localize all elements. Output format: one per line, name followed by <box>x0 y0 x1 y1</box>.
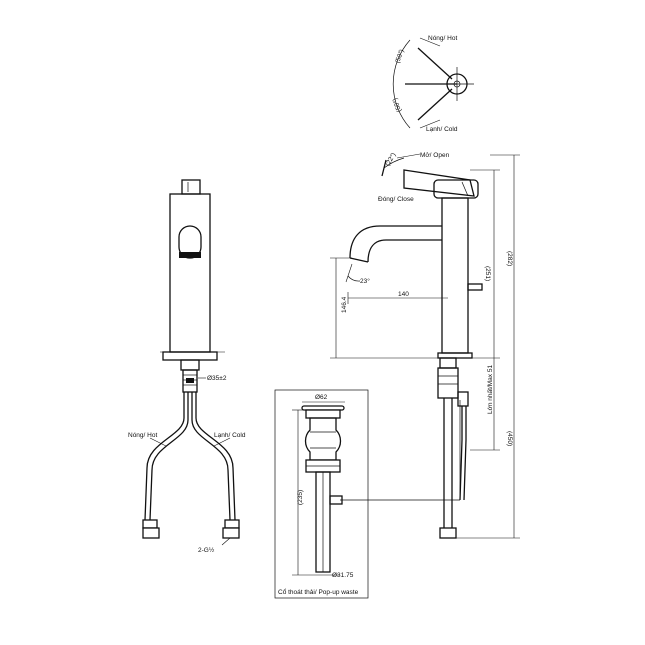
lever-rotation-top-view: Nóng/ Hot Lạnh/ Cold (50°) (50°) <box>391 35 474 133</box>
popup-waste-detail: Ø62 (235) Ø31.75 Cổ thoát thải/ Pop-up w… <box>274 389 369 599</box>
close-label: Đóng/ Close <box>378 196 414 203</box>
spout-angle-label: 23° <box>360 277 370 285</box>
angle-label-bottom: (50°) <box>391 97 403 113</box>
angle-label-top: (50°) <box>393 48 405 64</box>
reach-dimension: 140 <box>398 291 409 298</box>
spout-height-dimension: 146.4 <box>341 296 348 313</box>
hole-diameter-label: Ø35±2 <box>207 375 227 382</box>
total-height-dimension: (282) <box>506 251 513 266</box>
waste-caption: Cổ thoát thải/ Pop-up waste <box>278 588 359 596</box>
body-height-dimension: (251) <box>484 266 491 281</box>
hot-label-left: Nóng/ Hot <box>128 432 157 439</box>
waste-length-dimension: (235) <box>297 490 304 505</box>
waste-bottom-diameter: Ø31.75 <box>332 572 354 579</box>
cold-label-top: Lạnh/ Cold <box>426 126 458 133</box>
hot-label-top: Nóng/ Hot <box>428 35 457 42</box>
thread-label: 2-G½ <box>198 546 215 554</box>
max-thickness-label: Lớn nhất/Max 51 <box>485 365 494 414</box>
lever-angle-label: (22°) <box>384 151 398 167</box>
faucet-side-view: Mở/ Open (22°) Đóng/ Close 23° <box>330 151 520 539</box>
waste-top-diameter: Ø62 <box>315 394 328 401</box>
faucet-front-view: Ø35±2 Nóng/ Hot Lạnh/ Cold 2-G½ <box>128 179 246 554</box>
overall-height-dimension: (450) <box>506 431 513 446</box>
cold-label-left: Lạnh/ Cold <box>214 432 246 439</box>
open-label: Mở/ Open <box>420 151 450 159</box>
